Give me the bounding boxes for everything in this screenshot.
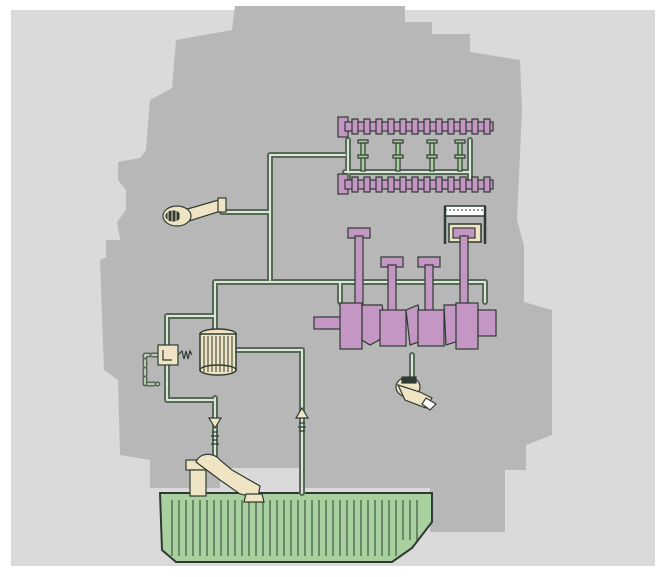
oil-pump-icon (185, 453, 265, 503)
oil-lines (142, 137, 488, 496)
check-valve-icon (207, 406, 310, 445)
pressure-sensor-icon (395, 376, 437, 411)
valve-lifter-icon (357, 139, 466, 172)
camshaft-icon (337, 116, 494, 195)
crankshaft-icon (313, 302, 497, 350)
filter-icon (199, 328, 237, 376)
oil-sump (158, 492, 433, 563)
relief-valve-icon (157, 344, 193, 366)
injector-icon (162, 197, 227, 227)
